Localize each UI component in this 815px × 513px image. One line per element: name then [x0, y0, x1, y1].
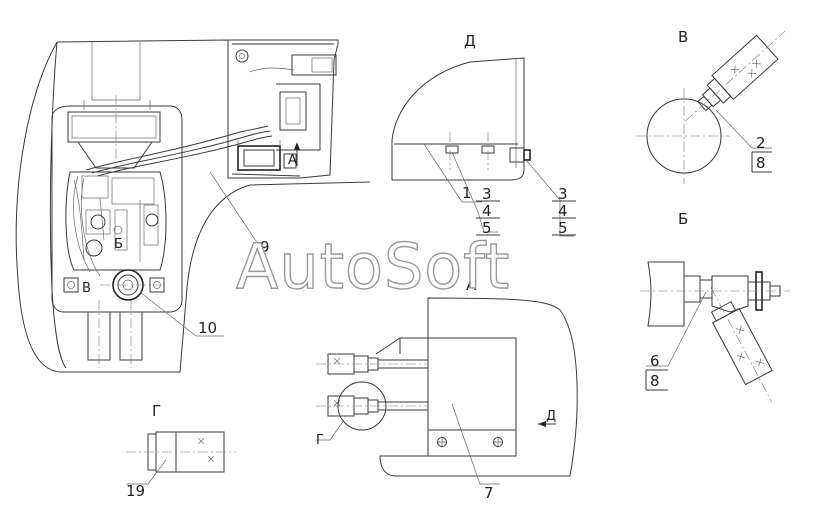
callout-4a: 4: [482, 202, 492, 220]
arrow-label-d: Д: [546, 409, 556, 424]
panel-zone-a: [227, 39, 339, 179]
view-v: [636, 30, 786, 184]
callout-5b: 5: [558, 219, 568, 237]
view-label-a: А: [466, 276, 477, 294]
callout-8a: 8: [756, 154, 766, 172]
labels: Д В Б Г А А Б В Г Д 1 3 4 5 3 4 5 2 8 6 …: [82, 28, 766, 502]
mark-label-v: В: [82, 281, 91, 296]
callout-6: 6: [650, 352, 660, 370]
callout-3a: 3: [482, 185, 492, 203]
callout-8b: 8: [650, 372, 660, 390]
callout-5a: 5: [482, 219, 492, 237]
mark-label-b: Б: [114, 237, 123, 252]
callout-4b: 4: [558, 202, 568, 220]
watermark-text: AutoSoft: [236, 230, 510, 303]
view-label-b: Б: [678, 210, 688, 228]
callout-2: 2: [756, 134, 766, 152]
view-g: [126, 431, 236, 485]
callout-7: 7: [484, 484, 494, 502]
callout-9: 9: [260, 238, 270, 256]
mark-label-g: Г: [316, 433, 324, 448]
view-label-g: Г: [152, 402, 161, 420]
view-d: [391, 57, 576, 237]
arrow-label-a: А: [288, 153, 297, 168]
callout-1: 1: [462, 184, 472, 202]
main-top-view: [15, 39, 371, 373]
callout-19: 19: [126, 482, 145, 500]
view-label-d: Д: [464, 32, 476, 50]
callout-10: 10: [198, 319, 217, 337]
view-b: [640, 261, 790, 403]
view-a: [316, 297, 578, 485]
view-label-v: В: [678, 28, 688, 46]
callout-3b: 3: [558, 185, 568, 203]
